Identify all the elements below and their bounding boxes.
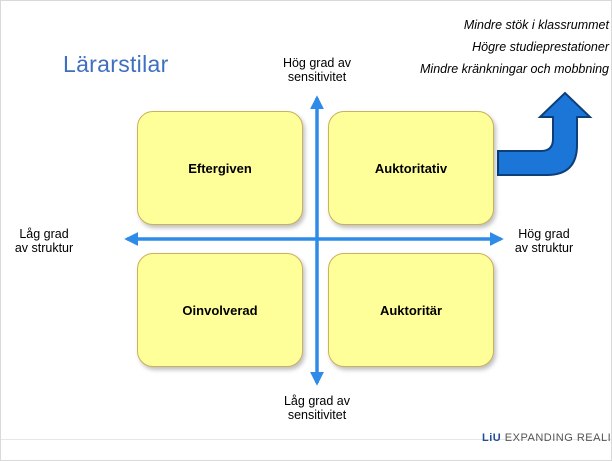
axis-label-bottom: Låg grad av sensitivitet (257, 394, 377, 422)
logo-tagline: EXPANDING REALITY (504, 432, 612, 444)
axis-label-line: sensitivitet (287, 70, 347, 84)
effect-item: Mindre stök i klassrummet (463, 18, 609, 32)
axis-label-line: sensitivitet (287, 408, 347, 422)
axis-label-line: Låg grad av (283, 394, 351, 408)
effects-list: Mindre stök i klassrummet Högre studiepr… (420, 14, 609, 80)
quadrant-bottom-left: Oinvolverad (137, 253, 303, 367)
axis-label-line: av struktur (14, 241, 74, 255)
axis-label-line: av struktur (514, 241, 574, 255)
footer-divider (1, 439, 611, 440)
axis-label-left: Låg grad av struktur (5, 227, 83, 255)
slide-title: Lärarstilar (63, 51, 169, 77)
effect-item: Högre studieprestationer (472, 40, 609, 54)
liu-logo: LiU EXPANDING REALITY (482, 432, 612, 444)
axis-label-line: Hög grad av (282, 56, 352, 70)
axis-label-right: Hög grad av struktur (499, 227, 589, 255)
quadrant-top-left: Eftergiven (137, 111, 303, 225)
curved-up-arrow-icon (497, 91, 593, 176)
logo-brand: LiU (482, 432, 502, 444)
quadrant-bottom-right: Auktoritär (328, 253, 494, 367)
axis-label-line: Låg grad (19, 227, 69, 241)
axis-label-line: Hög grad (518, 227, 570, 241)
axis-label-top: Hög grad av sensitivitet (257, 56, 377, 84)
effect-item: Mindre kränkningar och mobbning (420, 62, 609, 76)
quadrant-top-right: Auktoritativ (328, 111, 494, 225)
